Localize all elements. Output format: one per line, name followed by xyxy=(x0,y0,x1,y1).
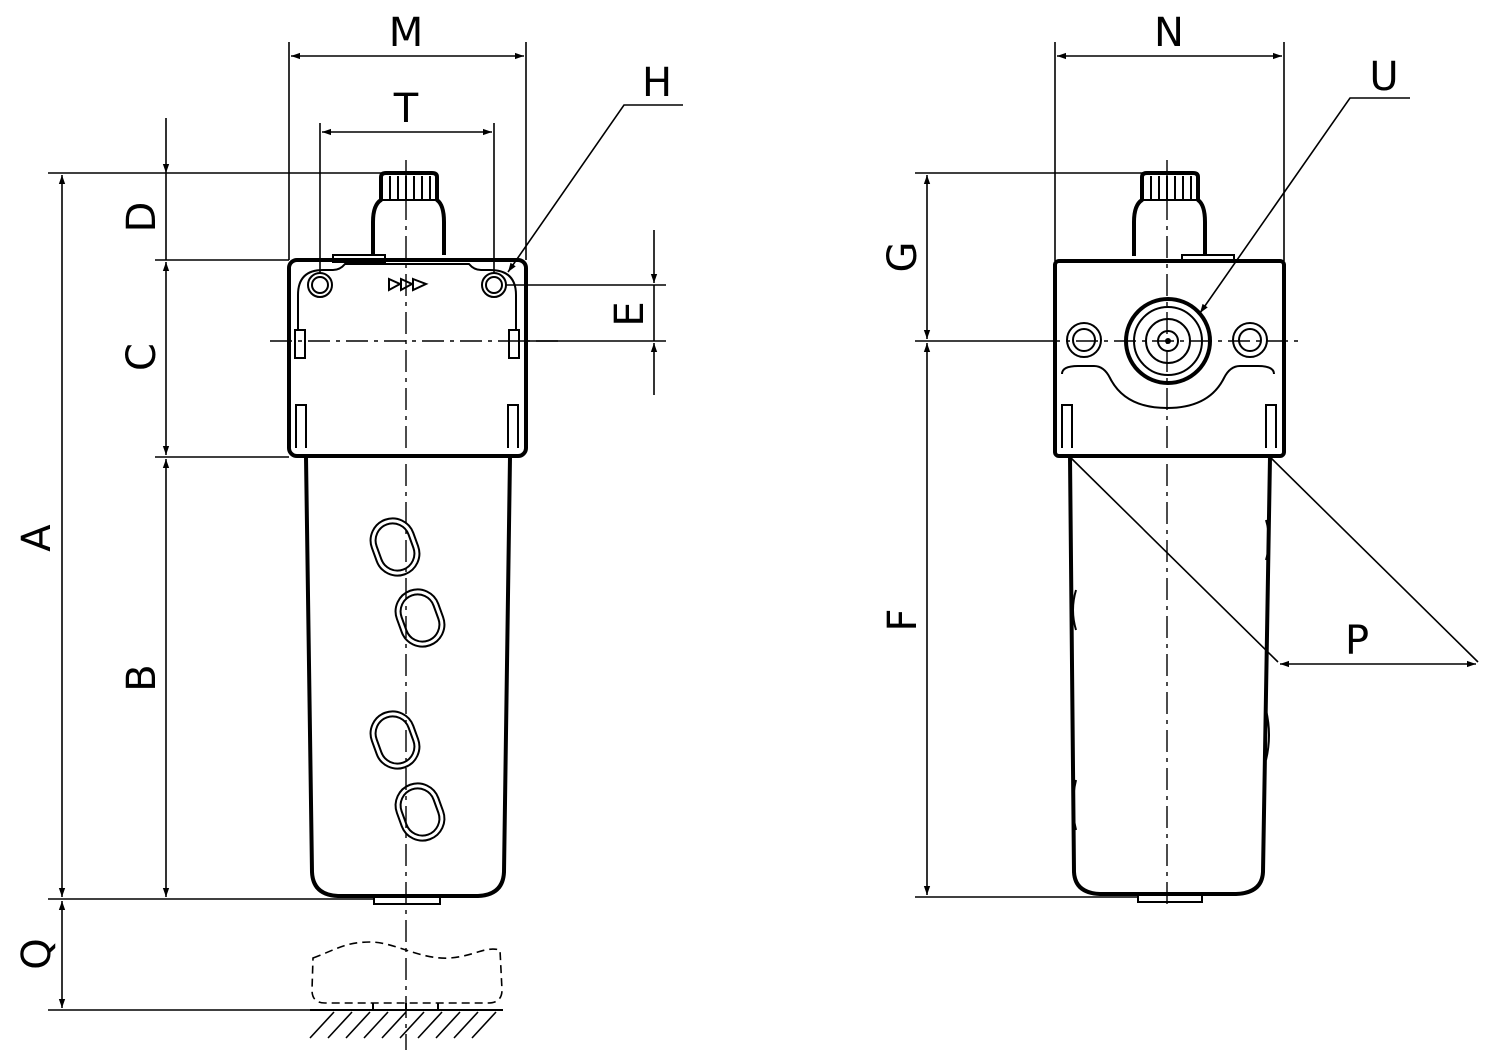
side-head-body xyxy=(1053,259,1286,458)
front-drain xyxy=(373,895,441,905)
front-sight-windows xyxy=(369,517,446,842)
side-top-connector xyxy=(1132,171,1207,256)
label-Q: Q xyxy=(14,938,60,969)
side-bowl xyxy=(1068,456,1272,896)
bowl-removal-clearance xyxy=(311,941,503,1004)
side-mount-hole-left xyxy=(1066,322,1102,358)
ground-hatch xyxy=(309,1011,497,1039)
label-C: C xyxy=(119,343,165,371)
label-M: M xyxy=(389,10,424,56)
label-G: G xyxy=(880,242,926,273)
side-drain xyxy=(1137,893,1203,903)
front-top-connector xyxy=(371,171,446,255)
side-main-port xyxy=(1124,297,1212,385)
label-N: N xyxy=(1154,10,1184,56)
label-P: P xyxy=(1345,618,1369,664)
front-bowl xyxy=(304,456,512,898)
flow-direction-arrows xyxy=(388,277,429,292)
label-U: U xyxy=(1369,54,1398,100)
front-view: A B C D E Q M T H xyxy=(14,10,683,1050)
front-head-body xyxy=(287,258,528,458)
label-B: B xyxy=(119,664,165,691)
label-D: D xyxy=(119,202,165,233)
side-view: N U G F P xyxy=(880,10,1479,905)
label-T: T xyxy=(393,86,419,132)
label-A: A xyxy=(14,524,60,552)
leader-H xyxy=(507,104,683,273)
label-F: F xyxy=(880,608,926,631)
side-mount-hole-right xyxy=(1232,322,1268,358)
label-E: E xyxy=(607,301,653,326)
leader-U xyxy=(1199,97,1410,314)
label-H: H xyxy=(642,60,672,106)
